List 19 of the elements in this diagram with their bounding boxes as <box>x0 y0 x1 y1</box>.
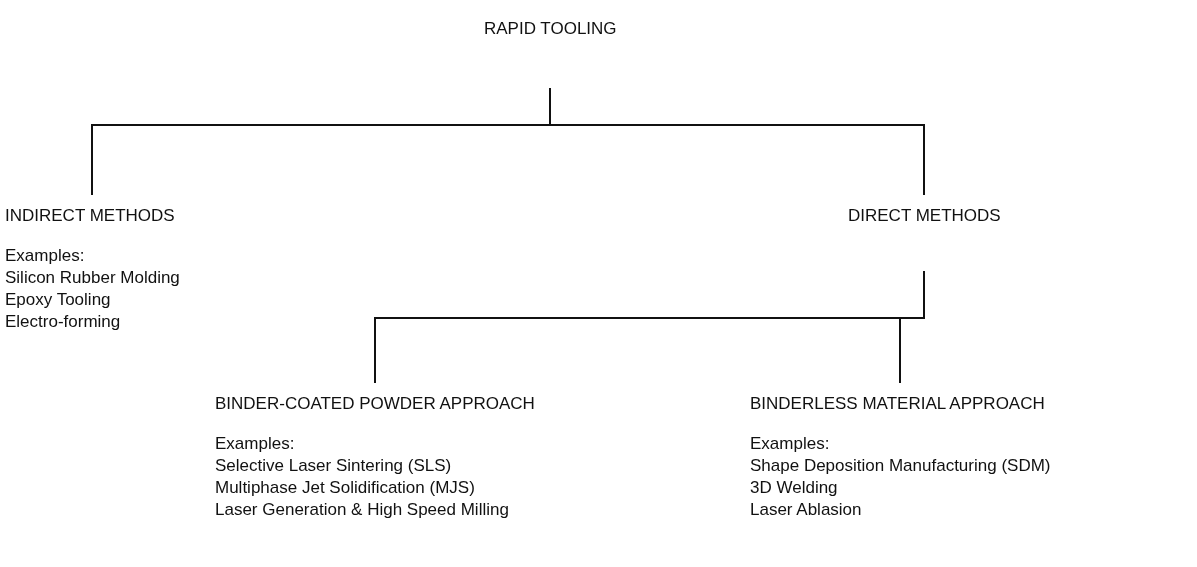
example-item: Electro-forming <box>5 311 122 333</box>
example-item: Shape Deposition Manufacturing (SDM) <box>750 455 1051 477</box>
example-item: 3D Welding <box>750 477 839 499</box>
examples-label: Examples: <box>5 245 86 267</box>
connector-line <box>899 270 925 384</box>
heading-text: RAPID TOOLING <box>484 18 617 40</box>
example-item: Selective Laser Sintering (SLS) <box>215 455 453 477</box>
example-item: Multiphase Jet Solidification (MJS) <box>215 477 476 499</box>
examples-label: Examples: <box>750 433 831 455</box>
connector-line <box>549 87 925 196</box>
example-item: Epoxy Tooling <box>5 289 112 311</box>
heading-text: INDIRECT METHODS <box>5 205 176 227</box>
example-item: Silicon Rubber Molding <box>5 267 180 289</box>
heading-text: BINDERLESS MATERIAL APPROACH <box>750 393 1046 415</box>
examples-label: Examples: <box>215 433 296 455</box>
example-item: Laser Generation & High Speed Milling <box>215 499 510 521</box>
heading-text: DIRECT METHODS <box>848 205 1001 227</box>
example-item: Laser Ablasion <box>750 499 863 521</box>
heading-text: BINDER-COATED POWDER APPROACH <box>215 393 535 415</box>
